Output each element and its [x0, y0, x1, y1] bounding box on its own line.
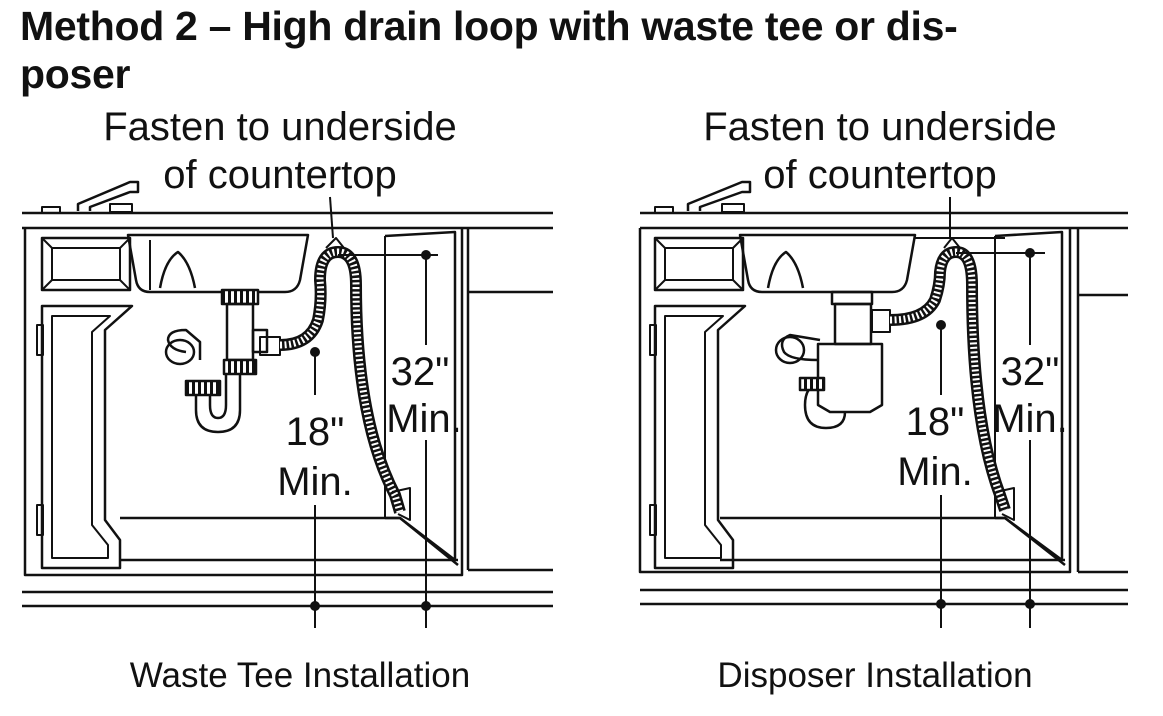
right-callout-line-1: Fasten to underside	[703, 105, 1057, 149]
right-dimension-dots	[936, 248, 1035, 609]
title-line-1: Method 2 – High drain loop with waste te…	[20, 3, 958, 49]
left-callout-line-1: Fasten to underside	[103, 105, 457, 149]
left-callout-line-2: of countertop	[163, 153, 397, 197]
right-countertop	[640, 206, 1128, 230]
left-sink	[126, 233, 310, 294]
left-dim-18-unit: Min.	[277, 460, 353, 504]
left-dim-32-value: 32"	[391, 350, 450, 394]
right-dim-18-unit: Min.	[897, 450, 973, 494]
left-dimension-dots	[310, 250, 431, 611]
left-dim-32-unit: Min.	[386, 397, 462, 441]
title-line-2: poser	[20, 51, 131, 97]
right-dim-18-value: 18"	[906, 400, 965, 444]
right-sink	[738, 233, 1005, 294]
left-callout-leader	[329, 196, 334, 239]
right-drain-hose	[889, 248, 1009, 512]
right-floor	[640, 588, 1128, 606]
left-hose-end	[391, 487, 411, 521]
page-title: Method 2 – High drain loop with waste te…	[20, 2, 1140, 98]
left-waste-tee	[164, 288, 281, 434]
left-caption: Waste Tee Installation	[130, 656, 470, 695]
right-cabinet	[638, 228, 1128, 574]
right-hose-clip	[943, 237, 961, 249]
left-countertop	[22, 206, 553, 230]
right-dim-32-value: 32"	[1001, 350, 1060, 394]
right-caption: Disposer Installation	[717, 656, 1032, 695]
left-cabinet	[23, 228, 553, 577]
disposer-diagram: Fasten to underside of countertop	[638, 105, 1128, 695]
right-callout-line-2: of countertop	[763, 153, 997, 197]
left-hose-clip	[325, 237, 345, 249]
left-faucet	[76, 180, 140, 211]
right-disposer	[774, 290, 891, 430]
right-hose-end	[995, 487, 1015, 521]
waste-tee-diagram: Fasten to underside of countertop	[22, 105, 553, 695]
right-dim-32-unit: Min.	[992, 397, 1068, 441]
left-floor	[22, 590, 553, 608]
right-faucet	[686, 180, 752, 211]
left-drain-hose	[279, 248, 404, 513]
left-dim-18-value: 18"	[286, 410, 345, 454]
